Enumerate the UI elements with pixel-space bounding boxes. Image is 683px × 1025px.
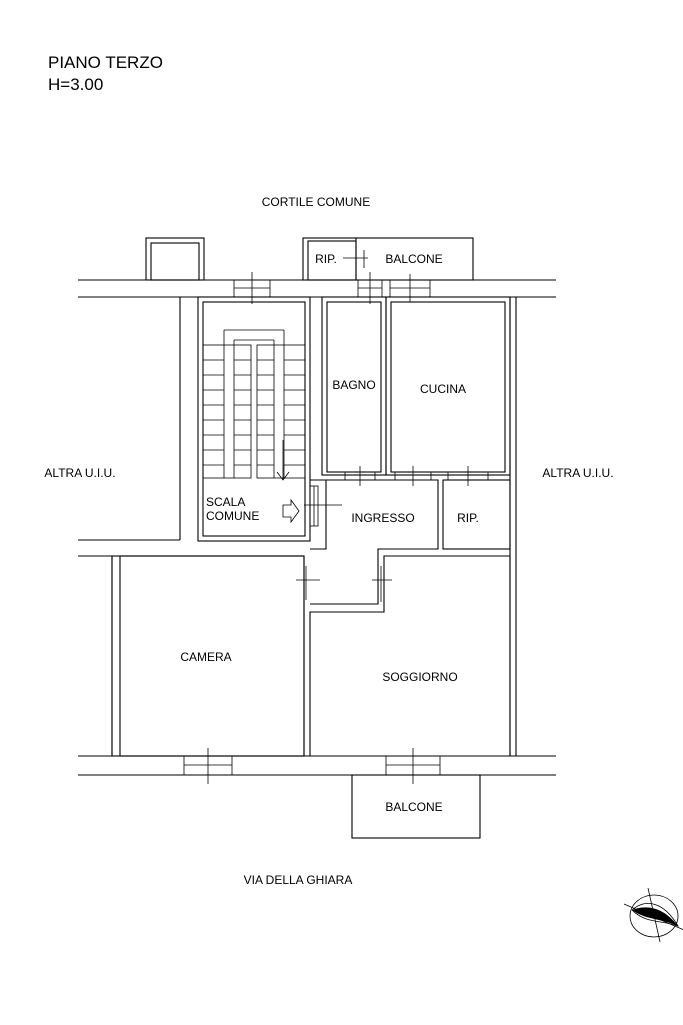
interior-doors bbox=[344, 466, 489, 486]
side-walls bbox=[78, 296, 556, 757]
kitchen-label: CUCINA bbox=[420, 382, 466, 396]
bottom-facade bbox=[78, 748, 556, 839]
storage-walls bbox=[442, 479, 511, 550]
storage-top-label: RIP. bbox=[315, 252, 337, 266]
entrance-walls bbox=[304, 479, 439, 605]
floor-title: PIANO TERZO bbox=[48, 53, 163, 72]
other-unit-right-label: ALTRA U.I.U. bbox=[542, 466, 613, 480]
balcony-top-label: BALCONE bbox=[385, 252, 442, 266]
entrance-label: INGRESSO bbox=[351, 511, 414, 525]
other-unit-left-label: ALTRA U.I.U. bbox=[44, 466, 115, 480]
entrance-arrow-icon bbox=[282, 498, 300, 524]
stair-label-line2: COMUNE bbox=[206, 509, 259, 523]
bathroom-label: BAGNO bbox=[332, 378, 375, 392]
courtyard-label: CORTILE COMUNE bbox=[262, 195, 370, 209]
living-label: SOGGIORNO bbox=[382, 670, 457, 684]
bedroom-label: CAMERA bbox=[180, 650, 231, 664]
north-arrow-icon bbox=[623, 887, 683, 943]
balcony-bottom-label: BALCONE bbox=[385, 800, 442, 814]
storage-mid-label: RIP. bbox=[457, 511, 479, 525]
floor-height: H=3.00 bbox=[48, 75, 103, 94]
stairwell bbox=[197, 296, 311, 542]
street-label: VIA DELLA GHIARA bbox=[244, 873, 353, 887]
top-facade bbox=[78, 237, 556, 298]
stair-label-line1: SCALA bbox=[206, 495, 245, 509]
living-walls bbox=[309, 555, 511, 757]
